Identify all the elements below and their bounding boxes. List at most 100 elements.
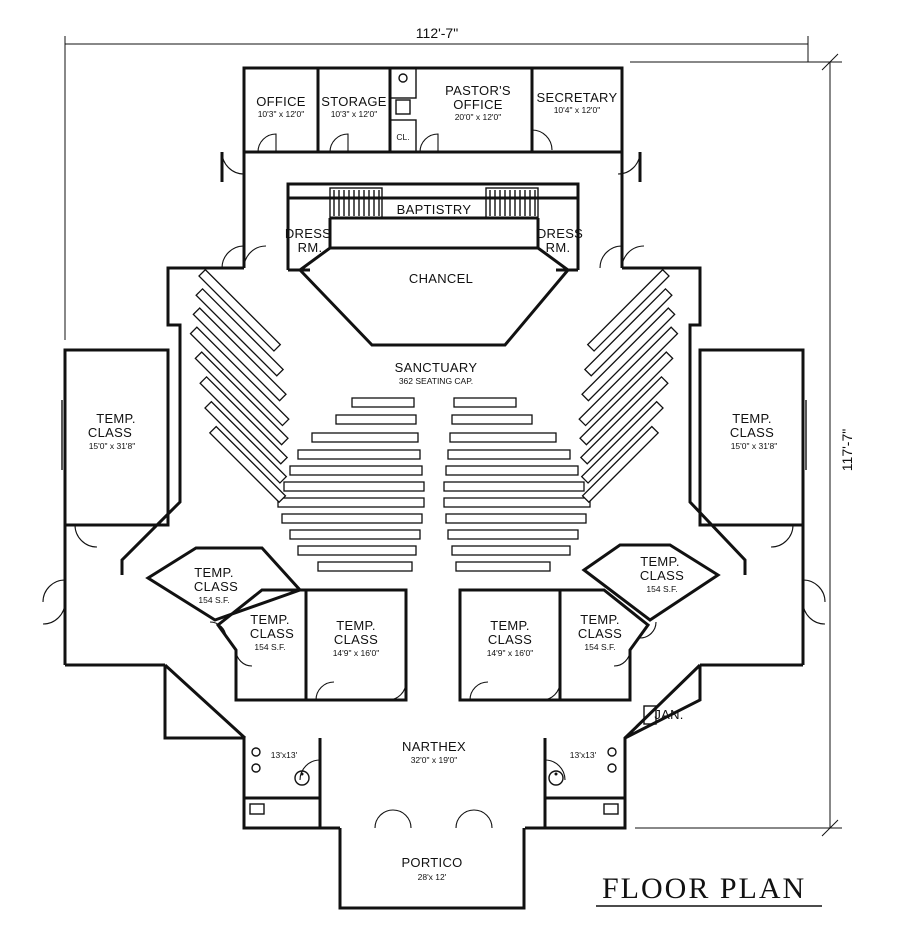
office-name: OFFICE	[256, 94, 305, 109]
pastors-office-size: 20'0" x 12'0"	[455, 112, 502, 122]
pew-right-5	[445, 465, 579, 476]
pew-right-6	[443, 481, 585, 492]
pew-right-1	[453, 397, 517, 408]
sanctuary-walls	[120, 245, 747, 575]
temp-class-rc-size: 14'9" x 16'0"	[487, 648, 534, 658]
chancel-platform	[297, 246, 571, 347]
overall-width-label: 112'-7"	[416, 25, 458, 41]
pew-diag-left-2	[195, 287, 285, 377]
pew-right-4	[447, 449, 571, 460]
temp-class-lc-line1: TEMP.	[336, 618, 376, 633]
portico-outline	[338, 828, 526, 910]
pew-right-9	[447, 529, 579, 540]
pew-left-11	[317, 561, 413, 572]
pew-left-10	[297, 545, 417, 556]
pew-left-9	[289, 529, 421, 540]
pew-right-3	[449, 432, 557, 443]
pew-right-8	[445, 513, 587, 524]
pew-left-2	[335, 414, 417, 425]
restroom-right-size: 13'x13'	[570, 750, 597, 760]
pew-diag-right-4	[578, 326, 679, 427]
temp-class-rc-line1: TEMP.	[490, 618, 530, 633]
baptistry-name: BAPTISTRY	[397, 202, 472, 217]
pew-diag-left-1	[198, 268, 282, 352]
pastors-office-name-line1: PASTOR'S	[445, 83, 511, 98]
dimension-lines	[64, 36, 842, 837]
temp-class-lw-inner-size: 154 S.F.	[254, 642, 285, 652]
temp-class-rw-inner-line1: TEMP.	[580, 612, 620, 627]
sanctuary-name: SANCTUARY	[395, 360, 478, 375]
portico-size: 28'x 12'	[418, 872, 447, 882]
dress-left-line1: DRESS	[285, 226, 331, 241]
lower-right-class-rooms	[458, 543, 721, 702]
dress-right-line1: DRESS	[537, 226, 583, 241]
pew-left-5	[289, 465, 423, 476]
temp-class-lw-inner-line1: TEMP.	[250, 612, 290, 627]
pew-diag-left-5	[194, 351, 289, 446]
sanctuary-capacity: 362 SEATING CAP.	[399, 376, 473, 386]
dress-right-line2: RM.	[546, 240, 571, 255]
pew-left-1	[351, 397, 415, 408]
secretary-name: SECRETARY	[537, 90, 618, 105]
temp-class-lw-outer-line1: TEMP.	[194, 565, 234, 580]
office-wing	[220, 66, 642, 268]
pew-diag-left-4	[189, 326, 290, 427]
temp-class-rc-line2: CLASS	[488, 632, 532, 647]
sanctuary-pews	[189, 268, 679, 572]
temp-class-left-size: 15'0" x 31'8"	[89, 441, 136, 451]
temp-class-right-line2: CLASS	[730, 425, 774, 440]
pew-diag-left-7	[204, 400, 288, 484]
chancel-name: CHANCEL	[409, 271, 473, 286]
baptistry-area	[286, 182, 580, 272]
temp-class-lw-inner-line2: CLASS	[250, 626, 294, 641]
temp-class-rw-inner-size: 154 S.F.	[584, 642, 615, 652]
accessible-icon-right	[548, 770, 564, 786]
temp-class-right-size: 15'0" x 31'8"	[731, 441, 778, 451]
narthex-name: NARTHEX	[402, 739, 466, 754]
lower-left-class-rooms	[145, 546, 408, 702]
pew-left-7	[277, 497, 425, 508]
right-temp-class-room	[698, 348, 826, 667]
temp-class-rw-outer-line2: CLASS	[640, 568, 684, 583]
pew-left-8	[281, 513, 423, 524]
pew-diag-left-8	[208, 425, 287, 504]
pew-right-7	[443, 497, 591, 508]
janitor-name: JAN.	[654, 707, 683, 722]
temp-class-lc-size: 14'9" x 16'0"	[333, 648, 380, 658]
temp-class-rw-outer-line1: TEMP.	[640, 554, 680, 569]
temp-class-lw-outer-size: 154 S.F.	[198, 595, 229, 605]
storage-name: STORAGE	[321, 94, 386, 109]
temp-class-rw-outer-size: 154 S.F.	[646, 584, 677, 594]
pew-diag-right-3	[581, 307, 676, 402]
overall-height-label: 117'-7"	[839, 429, 855, 471]
temp-class-left-line1: TEMP.	[96, 411, 136, 426]
restroom-left-size: 13'x13'	[271, 750, 298, 760]
pew-right-10	[451, 545, 571, 556]
pew-right-2	[451, 414, 533, 425]
pastors-office-name-line2: OFFICE	[453, 97, 502, 112]
closet-name: CL.	[396, 132, 409, 142]
pew-diag-right-6	[579, 375, 669, 465]
accessible-icon-left	[294, 770, 310, 786]
pew-right-11	[455, 561, 551, 572]
plan-title: FLOOR PLAN	[602, 872, 806, 905]
pew-diag-right-5	[579, 351, 674, 446]
temp-class-lc-line2: CLASS	[334, 632, 378, 647]
pew-diag-right-8	[581, 425, 660, 504]
narthex-size: 32'0" x 19'0"	[411, 755, 458, 765]
left-temp-class-room	[42, 348, 170, 667]
narthex-area	[163, 663, 702, 830]
pew-diag-right-1	[586, 268, 670, 352]
secretary-size: 10'4" x 12'0"	[554, 105, 601, 115]
portico-name: PORTICO	[401, 855, 462, 870]
pew-diag-left-3	[192, 307, 287, 402]
pew-diag-right-2	[583, 287, 673, 377]
temp-class-left-line2: CLASS	[88, 425, 132, 440]
pew-left-6	[283, 481, 425, 492]
temp-class-lw-outer-line2: CLASS	[194, 579, 238, 594]
temp-class-rw-inner-line2: CLASS	[578, 626, 622, 641]
office-size: 10'3" x 12'0"	[258, 109, 305, 119]
pew-left-4	[297, 449, 421, 460]
temp-class-right-line1: TEMP.	[732, 411, 772, 426]
